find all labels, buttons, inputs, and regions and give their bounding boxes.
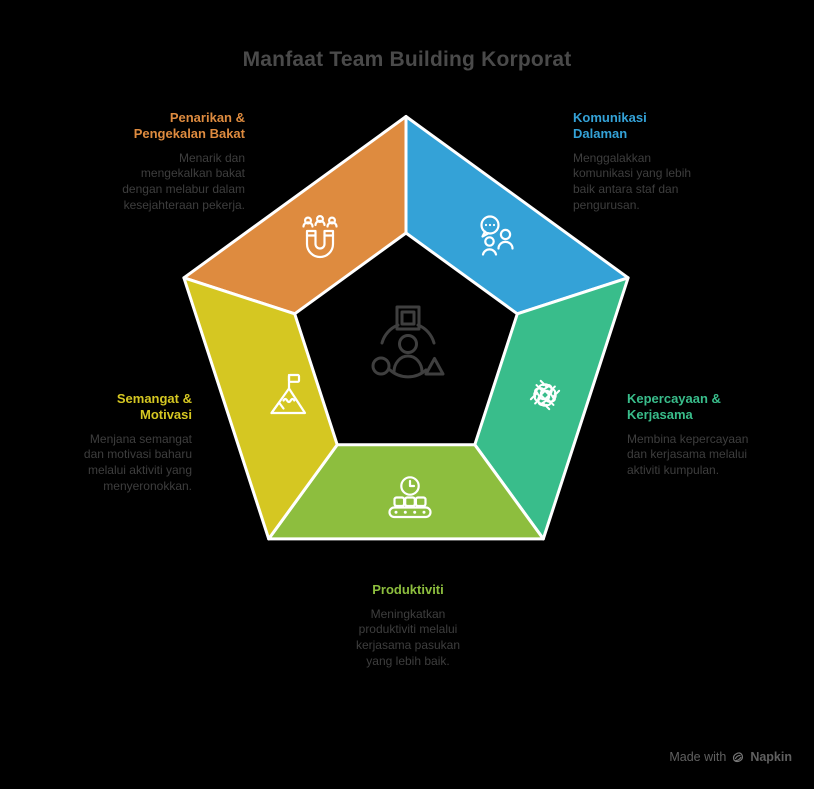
section-kepercayaan-label: Kepercayaan & Kerjasama (627, 391, 721, 422)
joined-hands-icon (529, 379, 561, 411)
segment-semangat (182, 276, 339, 541)
section-kepercayaan-description: Membina kepercayaan dan kerjasama melalu… (627, 431, 749, 477)
section-produktiviti-description: Meningkatkan produktiviti melalui kerjas… (355, 606, 461, 668)
section-penarikan: Penarikan & Pengekalan Bakat Menarik dan… (111, 110, 245, 213)
magnet-people-icon (302, 215, 338, 259)
section-produktiviti: Produktiviti Meningkatkan produktiviti m… (343, 582, 473, 669)
section-penarikan-label: Penarikan & Pengekalan Bakat (133, 110, 245, 141)
conveyor-clock-icon (388, 476, 432, 519)
section-semangat: Semangat & Motivasi Menjana semangat dan… (74, 391, 192, 494)
section-penarikan-description: Menarik dan mengekalkan bakat dengan mel… (122, 150, 245, 212)
section-komunikasi: Komunikasi Dalaman Menggalakkan komunika… (573, 110, 703, 213)
section-semangat-label: Semangat & Motivasi (116, 391, 192, 422)
section-produktiviti-label: Produktiviti (372, 582, 444, 597)
page-title: Manfaat Team Building Korporat (242, 48, 572, 71)
chat-people-icon (480, 215, 514, 256)
napkin-logo-icon (733, 752, 744, 763)
pentagon-segments (182, 115, 630, 541)
footer-credit: Made with Napkin (669, 750, 792, 764)
mountain-flag-icon (270, 373, 307, 415)
section-komunikasi-description: Menggalakkan komunikasi yang lebih baik … (573, 150, 692, 212)
section-kepercayaan: Kepercayaan & Kerjasama Membina kepercay… (627, 391, 757, 479)
person-with-shapes-icon (371, 305, 445, 379)
section-komunikasi-label: Komunikasi Dalaman (573, 110, 647, 141)
section-semangat-description: Menjana semangat dan motivasi baharu mel… (83, 431, 192, 493)
footer-made-with-text: Made with (669, 750, 727, 764)
footer-brand-text: Napkin (750, 750, 792, 764)
